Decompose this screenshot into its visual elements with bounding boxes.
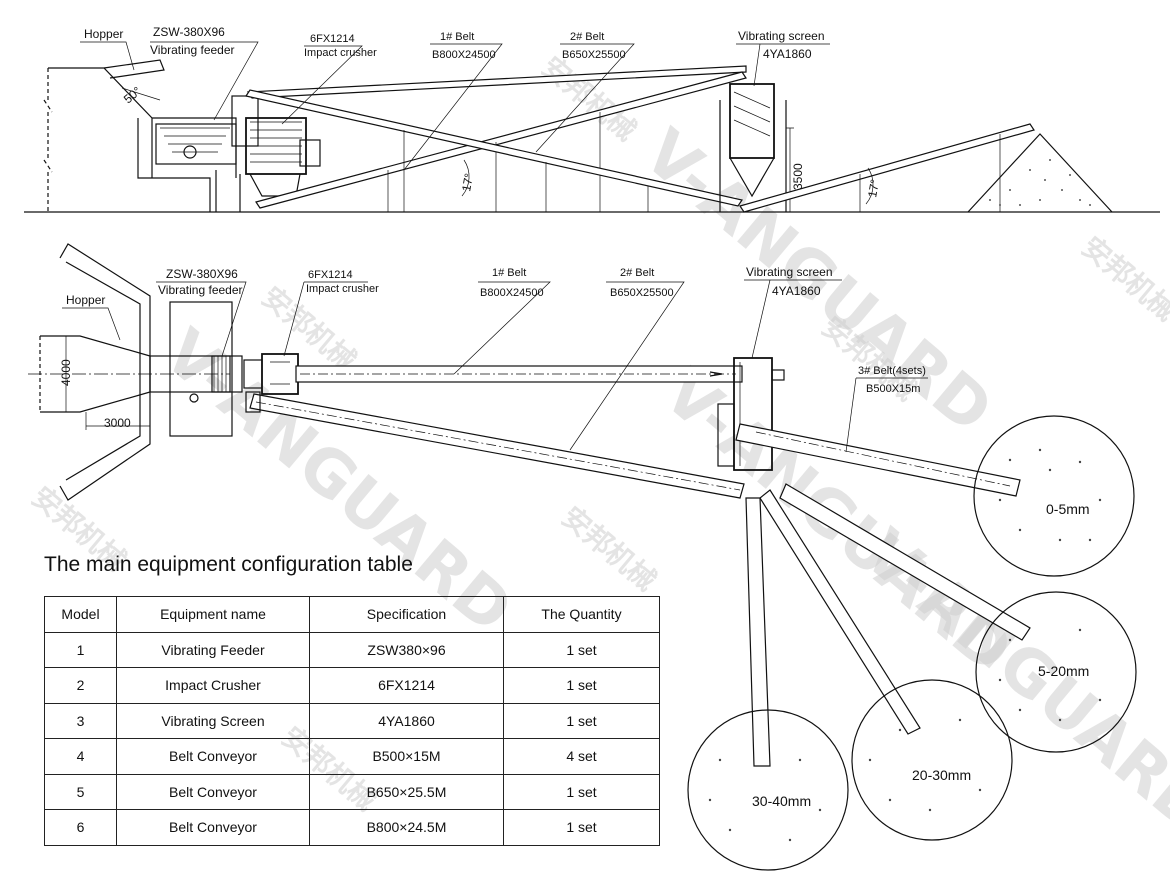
- table-header-row: Model Equipment name Specification The Q…: [44, 596, 660, 633]
- table-row: 1 Vibrating Feeder ZSW380×96 1 set: [44, 631, 660, 668]
- table-cell: 1 set: [503, 809, 660, 846]
- table-cell: 3: [44, 702, 117, 739]
- side-belt1-name: 1# Belt: [440, 31, 474, 43]
- plan-feeder: [149, 301, 243, 437]
- side-belt2-name: 2# Belt: [570, 31, 604, 43]
- side-belt-angle-1: 17°: [459, 172, 476, 193]
- table-cell: ZSW380×96: [309, 631, 504, 668]
- plan-belt3-spec: B500X15m: [866, 383, 920, 395]
- pile-0-5: [973, 415, 1135, 577]
- table-row: 2 Impact Crusher 6FX1214 1 set: [44, 667, 660, 704]
- table-cell: 4 set: [503, 738, 660, 775]
- watermark-brand-cn: 安邦机械: [536, 50, 643, 147]
- side-stockpile: [967, 133, 1113, 213]
- table-cell: B800×24.5M: [309, 809, 504, 846]
- plan-belt2-name: 2# Belt: [620, 267, 654, 279]
- plan-belt-2: [245, 391, 745, 499]
- plan-dim-length: 3000: [104, 416, 131, 430]
- side-screen: [719, 83, 794, 213]
- plan-view: 0-5mm 5-20mm 20-30mm 30-40mm Hopper ZSW-…: [28, 243, 1137, 871]
- table-cell: 1 set: [503, 667, 660, 704]
- side-belt1-spec: B800X24500: [432, 49, 496, 61]
- equipment-config-table: Model Equipment name Specification The Q…: [44, 596, 660, 846]
- plan-dim-width: 4000: [59, 359, 73, 386]
- pile-20-30: [851, 679, 1013, 841]
- table-cell: 4YA1860: [309, 702, 504, 739]
- side-screen-height: 3500: [791, 163, 805, 190]
- side-belt2-spec: B650X25500: [562, 49, 626, 61]
- plan-feeder-model: ZSW-380X96: [166, 267, 238, 281]
- pile-30-40: [687, 709, 849, 871]
- plan-crusher-model: 6FX1214: [308, 269, 353, 281]
- pile-texture: [708, 448, 1102, 842]
- side-feeder: [155, 95, 259, 165]
- table-cell: 1 set: [503, 702, 660, 739]
- side-crusher: [215, 117, 321, 212]
- column-header: Model: [44, 596, 117, 633]
- table-cell: Belt Conveyor: [116, 809, 310, 846]
- table-cell: 1: [44, 631, 117, 668]
- plan-belts-3: [735, 423, 1031, 767]
- plan-hopper-label: Hopper: [66, 293, 105, 307]
- plan-screen-name: Vibrating screen: [746, 265, 833, 279]
- table-cell: Impact Crusher: [116, 667, 310, 704]
- pile-label: 0-5mm: [1046, 501, 1090, 517]
- pile-5-20: [975, 591, 1137, 753]
- pile-label: 20-30mm: [912, 767, 971, 783]
- plan-belt2-spec: B650X25500: [610, 287, 674, 299]
- plan-belt1-name: 1# Belt: [492, 267, 526, 279]
- table-cell: Vibrating Feeder: [116, 631, 310, 668]
- table-cell: Belt Conveyor: [116, 738, 310, 775]
- plan-crusher-name: Impact crusher: [306, 283, 379, 295]
- side-belt-angle-2: 17°: [865, 178, 882, 199]
- table-cell: Belt Conveyor: [116, 773, 310, 810]
- side-screen-name: Vibrating screen: [738, 29, 825, 43]
- side-feeder-name: Vibrating feeder: [150, 43, 235, 57]
- table-cell: B650×25.5M: [309, 773, 504, 810]
- side-belt-2: [245, 89, 743, 212]
- side-hopper-angle: 50°: [121, 84, 144, 107]
- plan-belt3-name: 3# Belt(4sets): [858, 365, 926, 377]
- table-cell: 4: [44, 738, 117, 775]
- plan-feeder-name: Vibrating feeder: [158, 283, 243, 297]
- table-cell: 2: [44, 667, 117, 704]
- table-title: The main equipment configuration table: [44, 553, 413, 576]
- side-screen-model: 4YA1860: [763, 47, 812, 61]
- side-belt-3: [739, 123, 1035, 213]
- plan-screen-model: 4YA1860: [772, 284, 821, 298]
- plan-belt-1: [295, 365, 743, 383]
- side-feeder-model: ZSW-380X96: [153, 25, 225, 39]
- column-header: The Quantity: [503, 596, 660, 633]
- side-crusher-model: 6FX1214: [310, 33, 355, 45]
- table-row: 5 Belt Conveyor B650×25.5M 1 set: [44, 773, 660, 810]
- plan-belt1-spec: B800X24500: [480, 287, 544, 299]
- table-cell: 1 set: [503, 631, 660, 668]
- table-row: 3 Vibrating Screen 4YA1860 1 set: [44, 702, 660, 739]
- column-header: Equipment name: [116, 596, 310, 633]
- table-cell: 1 set: [503, 773, 660, 810]
- table-row: 6 Belt Conveyor B800×24.5M 1 set: [44, 809, 660, 846]
- plan-piles: 0-5mm 5-20mm 20-30mm 30-40mm: [687, 415, 1137, 871]
- watermark-brand-cn: 安邦机械: [556, 500, 663, 597]
- side-hopper-label: Hopper: [84, 27, 123, 41]
- side-crusher-name: Impact crusher: [304, 47, 377, 59]
- table-cell: 6: [44, 809, 117, 846]
- table-cell: Vibrating Screen: [116, 702, 310, 739]
- plan-screen: [717, 357, 785, 471]
- column-header: Specification: [309, 596, 504, 633]
- pile-label: 5-20mm: [1038, 663, 1089, 679]
- table-cell: 5: [44, 773, 117, 810]
- watermark-brand-cn: 安邦机械: [1076, 230, 1170, 327]
- table-row: 4 Belt Conveyor B500×15M 4 set: [44, 738, 660, 775]
- table-cell: B500×15M: [309, 738, 504, 775]
- table-cell: 6FX1214: [309, 667, 504, 704]
- pile-label: 30-40mm: [752, 793, 811, 809]
- side-view: Hopper ZSW-380X96 Vibrating feeder 6FX12…: [24, 25, 1160, 213]
